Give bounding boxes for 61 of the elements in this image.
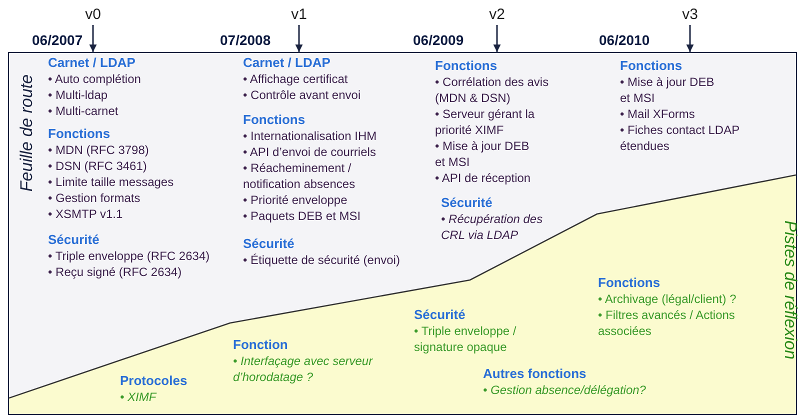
list-item: • Multi-carnet (48, 103, 118, 119)
list-item: • XIMF (120, 389, 156, 405)
version-label: v2 (487, 6, 507, 24)
list-item: • Internationalisation IHM (243, 128, 377, 144)
list-item: • Priorité enveloppe (243, 192, 348, 208)
list-item: • Mail XForms (620, 106, 695, 122)
list-item: • Reçu signé (RFC 2634) (48, 264, 182, 280)
list-item: • API de réception (435, 170, 531, 186)
section-heading: Fonctions (435, 58, 498, 74)
list-item: • Réacheminement / notification absences (243, 160, 356, 192)
list-item: • MDN (RFC 3798) (48, 142, 149, 158)
roadmap-panel (8, 52, 797, 415)
section-heading: Sécurité (414, 307, 466, 323)
list-item: • Mise à jour DEB et MSI (620, 74, 716, 106)
section-heading: Fonctions (48, 126, 110, 142)
section-heading: Protocoles (120, 373, 188, 389)
date-label: 07/2008 (220, 32, 271, 48)
date-label: 06/2010 (599, 32, 650, 48)
section-heading: Autres fonctions (483, 366, 586, 382)
list-item: • Auto complétion (48, 71, 141, 87)
section-heading: Fonctions (243, 112, 306, 128)
section-heading: Carnet / LDAP (243, 55, 330, 71)
arrow (295, 25, 303, 52)
date-label: 06/2007 (32, 32, 83, 48)
list-item: • Archivage (légal/client) ? (598, 291, 736, 307)
list-item: • Mise à jour DEB et MSI (435, 138, 530, 170)
list-item: • API d’envoi de courriels (243, 144, 376, 160)
list-item: • Affichage certificat (243, 71, 348, 87)
list-item: • Étiquette de sécurité (envoi) (243, 252, 400, 268)
list-item: • Limite taille messages (48, 174, 174, 190)
section-heading: Sécurité (243, 236, 294, 252)
arrow (493, 25, 501, 52)
list-item: • Serveur gérant la priorité XIMF (435, 106, 536, 138)
section-heading: Fonctions (598, 275, 660, 291)
version-label: v1 (289, 6, 309, 24)
list-item: • Filtres avancés / Actions associées (598, 307, 736, 339)
section-heading: Carnet / LDAP (48, 55, 136, 71)
list-item: • Multi-ldap (48, 87, 108, 103)
list-item: • Gestion absence/délégation? (483, 382, 646, 398)
section-heading: Sécurité (441, 195, 492, 211)
list-item: • Corrélation des avis (MDN & DSN) (435, 74, 550, 106)
section-heading: Fonctions (620, 58, 682, 74)
section-heading: Sécurité (48, 232, 100, 248)
panel-title: Feuille de route (17, 73, 37, 194)
list-item: • Triple enveloppe (RFC 2634) (48, 248, 210, 264)
date-label: 06/2009 (413, 32, 464, 48)
area-title: Pistes de réflexion (780, 220, 800, 362)
list-item: • DSN (RFC 3461) (48, 158, 147, 174)
section-heading: Fonction (233, 337, 288, 353)
list-item: • Contrôle avant envoi (243, 87, 361, 103)
version-label: v3 (680, 6, 700, 24)
list-item: • Triple enveloppe / signature opaque (414, 323, 518, 355)
list-item: • Fiches contact LDAP étendues (620, 122, 740, 154)
arrow (89, 25, 97, 52)
list-item: • Récupération des CRL via LDAP (441, 211, 544, 243)
arrow (686, 25, 694, 52)
version-label: v0 (83, 6, 103, 24)
list-item: • XSMTP v1.1 (48, 206, 123, 222)
list-item: • Gestion formats (48, 190, 140, 206)
list-item: • Interfaçage avec serveur d’horodatage ? (233, 353, 373, 385)
list-item: • Paquets DEB et MSI (243, 208, 361, 224)
